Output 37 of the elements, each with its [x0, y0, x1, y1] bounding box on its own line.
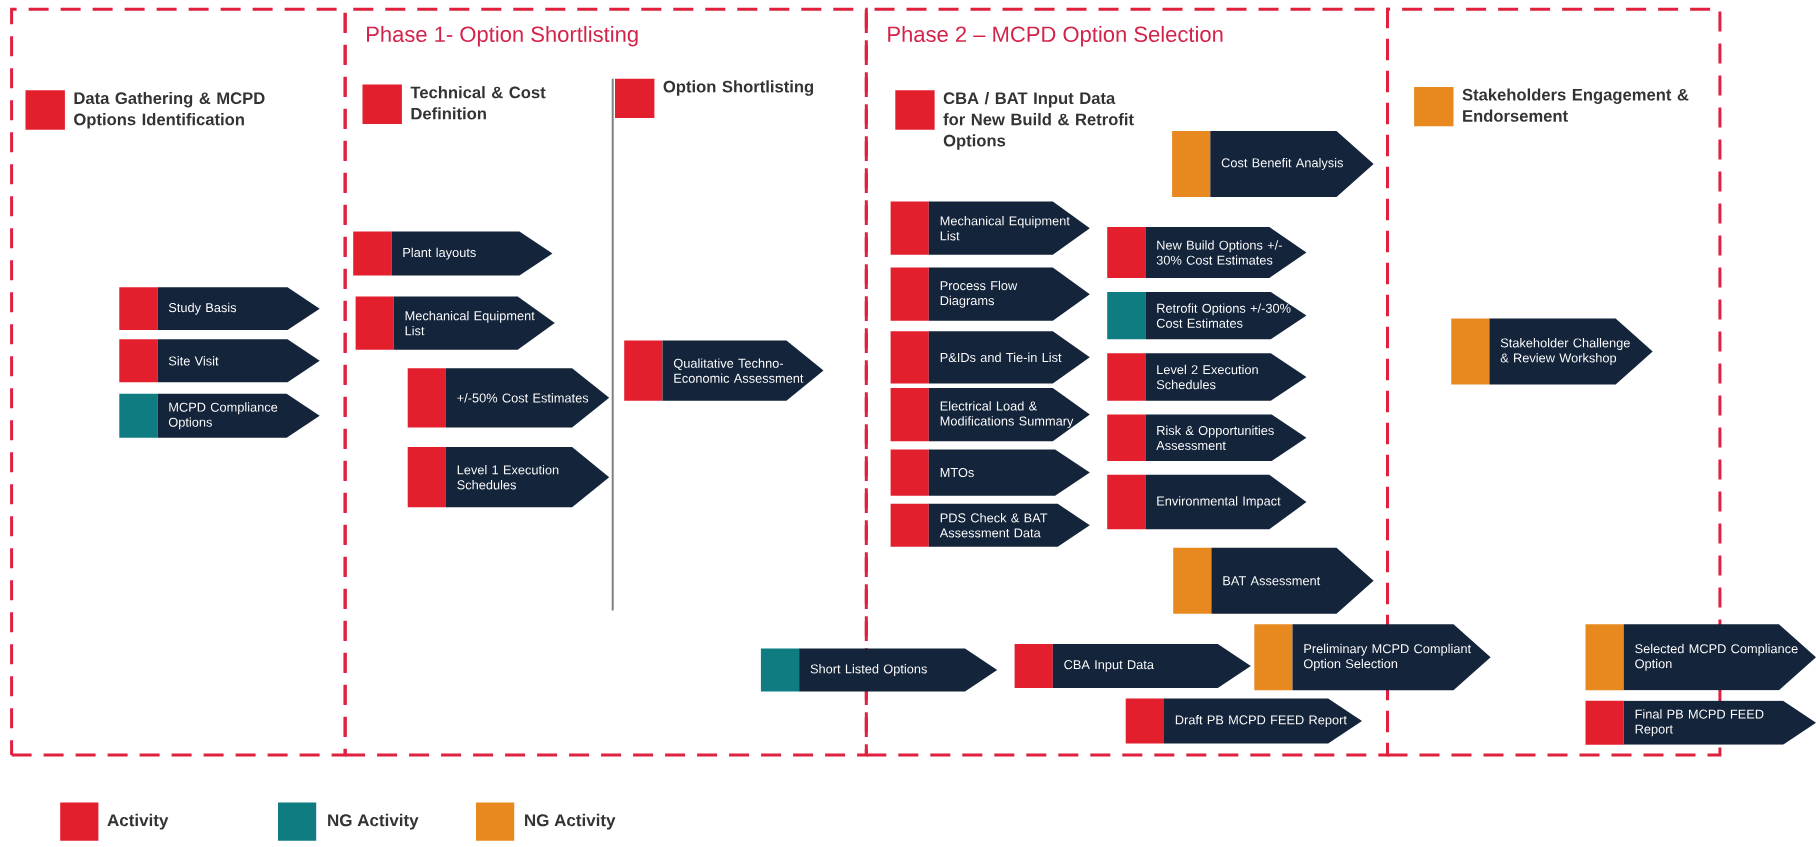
- activity-box: Short Listed Options: [760, 648, 998, 692]
- activity-box: Cost Benefit Analysis: [1172, 130, 1374, 197]
- activity-box: Stakeholder Challenge & Review Workshop: [1451, 318, 1653, 385]
- activity-box: Preliminary MCPD Compliant Option Selection: [1254, 624, 1491, 691]
- heading: CBA / BAT Input Data for New Build & Retrofit Options: [895, 90, 1134, 150]
- activity-box: Plant layouts: [353, 231, 553, 276]
- activity-box: +/-50% Cost Estimates: [407, 368, 610, 428]
- activity-box: Electrical Load & Modifications Summary: [890, 388, 1090, 442]
- activity-box: Draft PB MCPD FEED Report: [1125, 698, 1362, 744]
- heading: Data Gathering & MCPD Options Identification: [25, 90, 265, 130]
- activity-box: CBA Input Data: [1014, 643, 1251, 688]
- activity-box: Mechanical Equipment List: [355, 296, 555, 350]
- activity-box: P&IDs and Tie-in List: [890, 331, 1090, 384]
- activity-box: Study Basis: [119, 287, 320, 331]
- activity-box: Risk & Opportunities Assessment: [1107, 414, 1307, 461]
- activity-box: Qualitative Techno-Economic Assessment: [624, 340, 824, 401]
- heading: Stakeholders Engagement & Endorsement: [1414, 86, 1689, 127]
- legend-label: NG Activity: [328, 813, 419, 830]
- activity-box: Level 1 Execution Schedules: [407, 447, 610, 508]
- activity-box: Selected MCPD Compliance Option: [1585, 624, 1816, 691]
- activity-box: BAT Assessment: [1173, 547, 1374, 614]
- activity-box: Retrofit Options +/-30% Cost Estimates: [1107, 291, 1307, 340]
- phase-frame: [10, 7, 347, 757]
- legend-label: Activity: [107, 813, 169, 830]
- activity-box: Environmental Impact: [1107, 474, 1307, 530]
- heading: Technical & Cost Definition: [362, 84, 546, 124]
- activity-box: PDS Check & BAT Assessment Data: [890, 503, 1090, 547]
- activity-box: Final PB MCPD FEED Report: [1585, 700, 1816, 745]
- legend-label: NG Activity: [525, 813, 616, 830]
- heading: Option Shortlisting: [615, 78, 814, 119]
- activity-box: New Build Options +/-30% Cost Estimates: [1107, 227, 1307, 278]
- activity-box: MTOs: [890, 449, 1090, 496]
- activity-box: MCPD Compliance Options: [119, 393, 320, 438]
- activity-box: Site Visit: [119, 339, 320, 383]
- activity-box: Level 2 Execution Schedules: [1107, 353, 1307, 401]
- activity-box: Process Flow Diagrams: [890, 267, 1090, 321]
- activity-box: Mechanical Equipment List: [890, 201, 1090, 255]
